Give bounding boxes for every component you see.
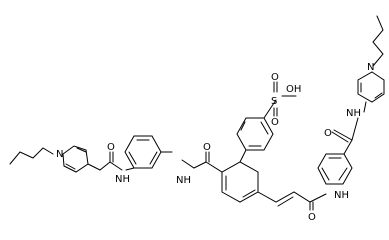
atom-nh-right-amide: NH <box>346 108 361 119</box>
atom-s-sulfonyl: S <box>271 96 277 107</box>
atom-n-left-ring: N <box>56 149 63 160</box>
atom-o-sulfonyl-bottom: O <box>271 117 279 128</box>
atom-nh-acrylamide: NH <box>334 190 349 201</box>
chemical-structure: N O NH O NH O S OH O O NH O NH N <box>9 15 385 223</box>
atom-oh-sulfonyl: OH <box>286 84 301 95</box>
atom-o-acrylamide: O <box>308 212 316 223</box>
atom-o-right-amide: O <box>324 128 332 139</box>
atom-o-mid-amide: O <box>203 142 211 153</box>
bonds <box>9 15 385 211</box>
atom-nh-mid-amide: NH <box>176 175 191 186</box>
atom-labels: N O NH O NH O S OH O O NH O NH N <box>56 62 374 223</box>
atom-nh-left-amide: NH <box>115 174 130 185</box>
atom-n-right-ring: N <box>367 62 374 73</box>
atom-o-left-amide: O <box>107 142 115 153</box>
atom-o-sulfonyl-top: O <box>271 72 279 83</box>
